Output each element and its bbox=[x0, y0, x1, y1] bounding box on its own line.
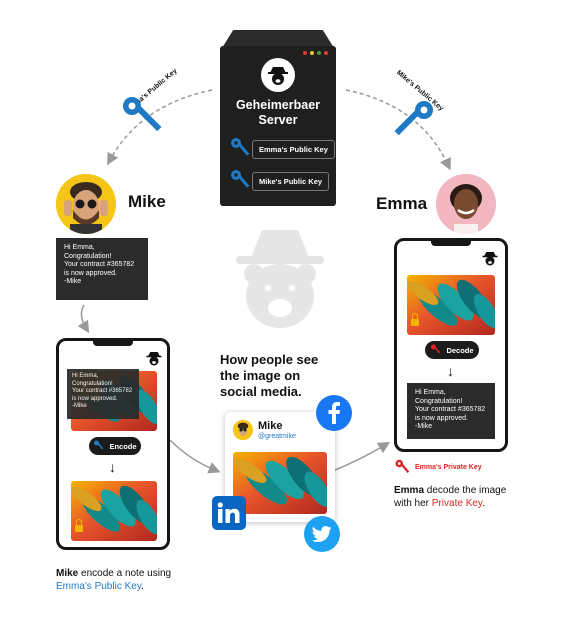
down-arrow-icon: ↓ bbox=[447, 363, 454, 379]
social-post-card: Mike @greatmike bbox=[225, 412, 335, 522]
down-arrow-icon: ↓ bbox=[109, 459, 116, 475]
mike-phone: Hi Emma,Congratulation!Your contract #36… bbox=[56, 338, 170, 550]
received-encoded-image bbox=[407, 275, 495, 335]
emma-caption: Emma decode the image with her Private K… bbox=[394, 485, 507, 509]
decoded-note: Hi Emma,Congratulation!Your contract #36… bbox=[407, 383, 495, 439]
emma-phone: Decode ↓ Hi Emma,Congratulation!Your con… bbox=[394, 238, 508, 452]
decode-button[interactable]: Decode bbox=[425, 341, 479, 359]
blue-key-icon bbox=[123, 97, 162, 132]
red-key-icon bbox=[431, 344, 441, 354]
emma-name: Emma bbox=[376, 194, 428, 213]
linkedin-icon bbox=[212, 496, 246, 530]
blue-key-icon bbox=[231, 138, 250, 156]
blue-key-icon bbox=[231, 170, 250, 188]
post-name: Mike bbox=[258, 420, 283, 432]
emma-avatar bbox=[436, 174, 496, 234]
bear-spy-logo-icon bbox=[146, 352, 162, 366]
server-key-mike: Mike's Public Key bbox=[230, 170, 330, 191]
post-image bbox=[233, 452, 327, 514]
encoded-image bbox=[71, 481, 157, 541]
encode-button[interactable]: Encode bbox=[89, 437, 141, 455]
twitter-icon bbox=[304, 516, 340, 552]
facebook-icon bbox=[316, 395, 352, 431]
mike-note: Hi Emma,Congratulation!Your contract #36… bbox=[56, 238, 148, 300]
mike-phone-note: Hi Emma,Congratulation!Your contract #36… bbox=[67, 369, 139, 419]
geheimerbaer-server: Geheimerbaer Server Emma's Public Key Mi… bbox=[220, 46, 336, 206]
bear-spy-logo-icon bbox=[261, 58, 295, 92]
mike-name: Mike bbox=[128, 192, 166, 211]
server-title: Geheimerbaer Server bbox=[235, 98, 321, 127]
blue-key-icon bbox=[94, 440, 104, 450]
server-status-leds bbox=[303, 51, 328, 55]
mike-avatar bbox=[56, 174, 116, 234]
post-avatar bbox=[233, 420, 253, 440]
red-key-icon bbox=[395, 459, 410, 474]
bear-spy-watermark-icon bbox=[236, 230, 324, 328]
mike-caption: Mike encode a note using Emma's Public K… bbox=[56, 568, 172, 592]
bear-spy-logo-icon bbox=[482, 252, 498, 266]
server-top bbox=[222, 30, 334, 48]
server-key-emma: Emma's Public Key bbox=[230, 138, 335, 159]
social-heading: How people see the image on social media… bbox=[220, 352, 319, 399]
blue-key-icon bbox=[394, 101, 433, 136]
emma-private-key-label: Emma's Private Key bbox=[415, 464, 482, 471]
post-handle[interactable]: @greatmike bbox=[258, 433, 296, 440]
